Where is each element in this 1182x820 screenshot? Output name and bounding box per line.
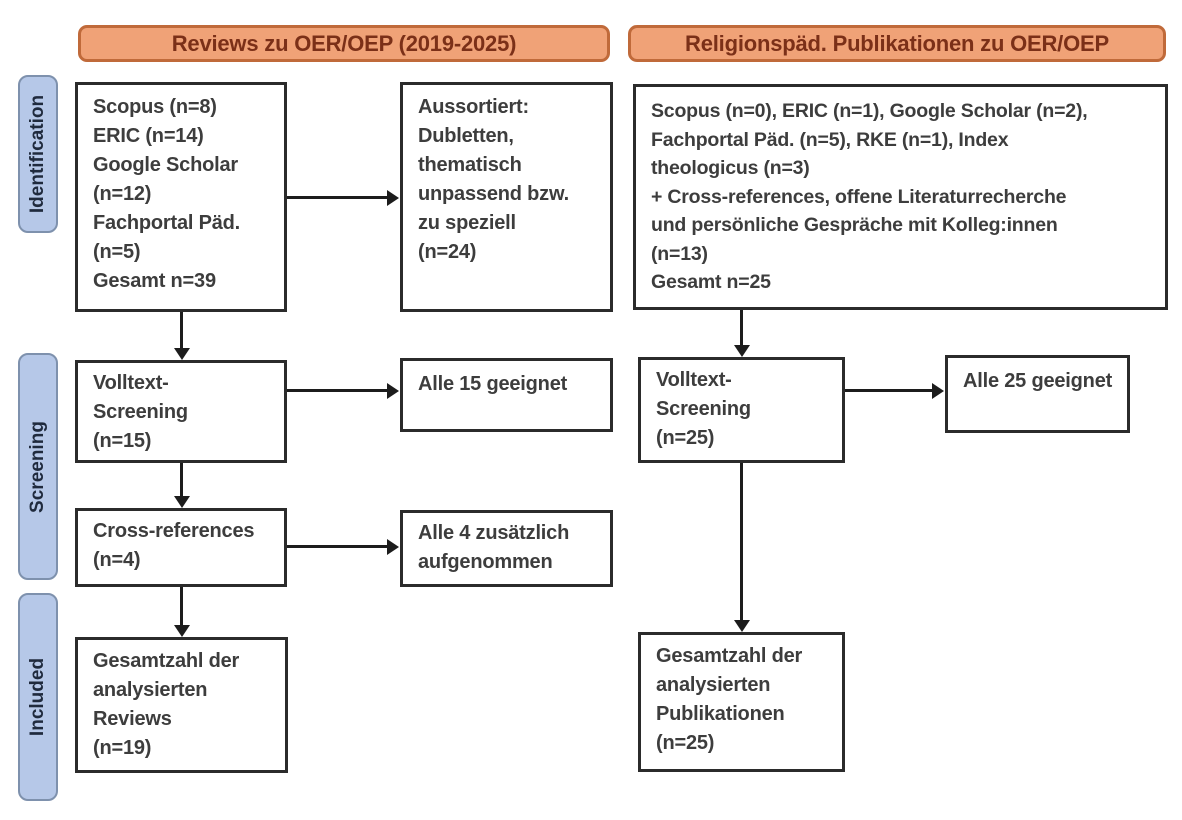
box-left-crossref-result: Alle 4 zusätzlich aufgenommen xyxy=(400,510,613,587)
box-left-included-total: Gesamtzahl der analysierten Reviews (n=1… xyxy=(75,637,288,773)
column-header-religionspaed: Religionspäd. Publikationen zu OER/OEP xyxy=(628,25,1166,62)
box-left-fulltext-result: Alle 15 geeignet xyxy=(400,358,613,432)
arrow-left-sources-to-excluded-icon xyxy=(287,189,399,206)
arrow-left-fulltext-to-result-icon xyxy=(287,382,399,399)
phase-label-identification-text: Identification xyxy=(27,94,49,214)
arrow-right-fulltext-to-included-icon xyxy=(733,463,750,632)
arrow-right-sources-to-fulltext-icon xyxy=(733,310,750,357)
phase-label-identification: Identification xyxy=(18,75,58,233)
phase-label-screening-text: Screening xyxy=(27,420,48,513)
box-left-fulltext-screening: Volltext- Screening (n=15) xyxy=(75,360,287,463)
box-right-fulltext-screening: Volltext- Screening (n=25) xyxy=(638,357,845,463)
arrow-left-fulltext-to-crossref-icon xyxy=(173,463,190,508)
box-right-identification-sources: Scopus (n=0), ERIC (n=1), Google Scholar… xyxy=(633,84,1168,310)
phase-label-included-text: Included xyxy=(27,657,48,737)
arrow-left-sources-to-fulltext-icon xyxy=(173,312,190,360)
phase-label-included: Included xyxy=(18,593,58,801)
box-left-cross-references: Cross-references (n=4) xyxy=(75,508,287,587)
box-left-excluded: Aussortiert: Dubletten, thematisch unpas… xyxy=(400,82,613,312)
column-header-reviews: Reviews zu OER/OEP (2019-2025) xyxy=(78,25,610,62)
box-left-identification-sources: Scopus (n=8) ERIC (n=14) Google Scholar … xyxy=(75,82,287,312)
phase-label-screening: Screening xyxy=(18,353,58,580)
arrow-left-crossref-to-result-icon xyxy=(287,538,399,555)
arrow-left-crossref-to-included-icon xyxy=(173,587,190,637)
arrow-right-fulltext-to-result-icon xyxy=(845,382,944,399)
box-right-included-total: Gesamtzahl der analysierten Publikatione… xyxy=(638,632,845,772)
box-right-fulltext-result: Alle 25 geeignet xyxy=(945,355,1130,433)
